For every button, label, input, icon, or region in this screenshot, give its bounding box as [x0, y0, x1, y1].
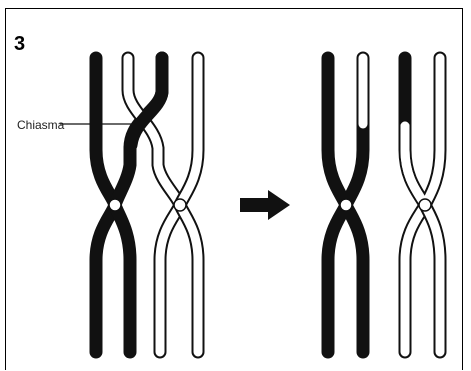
centromere-left-light	[174, 199, 186, 211]
dark-chromatid-left-2-lower	[115, 148, 130, 352]
recombinant-chromatid-right-3-light-bottom-front	[405, 126, 425, 205]
centromere-right-light	[419, 199, 431, 211]
arrow-icon	[240, 190, 290, 220]
centromere-left-dark	[109, 199, 121, 211]
centromere-right-dark	[340, 199, 352, 211]
